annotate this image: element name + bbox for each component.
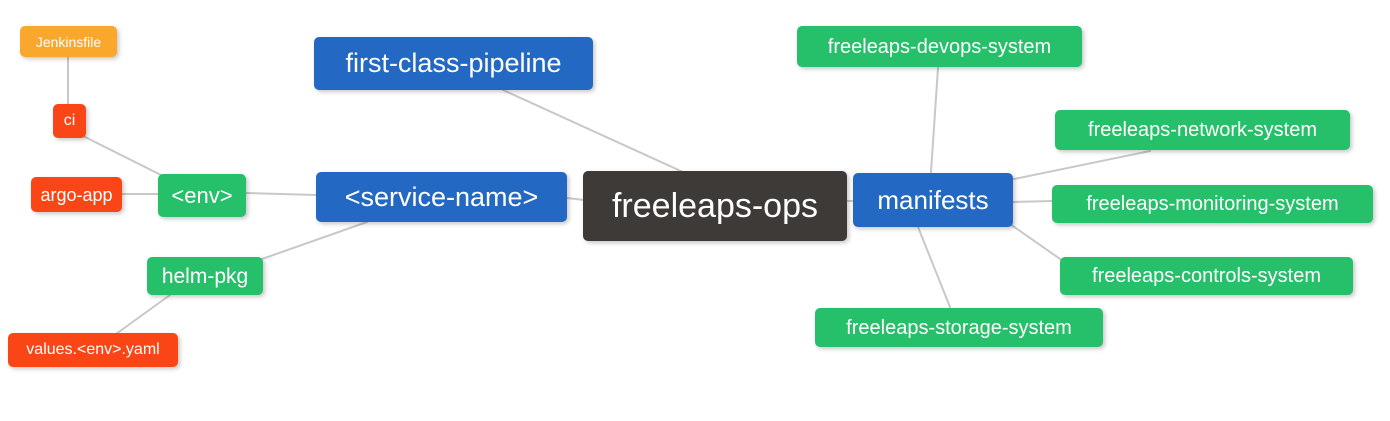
edge-service-name--helm-pkg (261, 221, 368, 260)
edge-freeleaps-ops--service-name (566, 197, 585, 201)
edge-manifests--freeleaps-controls-system (1009, 223, 1064, 262)
node-helm-pkg[interactable]: helm-pkg (147, 257, 263, 295)
node-freeleaps-network-system[interactable]: freeleaps-network-system (1055, 110, 1350, 150)
node-freeleaps-monitoring-system[interactable]: freeleaps-monitoring-system (1052, 185, 1373, 223)
edge-freeleaps-ops--first-class-pipeline (502, 89, 684, 173)
node-freeleaps-storage-system[interactable]: freeleaps-storage-system (815, 308, 1103, 347)
node-freeleaps-devops-system[interactable]: freeleaps-devops-system (797, 26, 1082, 67)
node-service-name[interactable]: <service-name> (316, 172, 567, 222)
edge-helm-pkg--values-env-yaml (115, 294, 171, 335)
node-values-env-yaml[interactable]: values.<env>.yaml (8, 333, 178, 367)
node-freeleaps-controls-system[interactable]: freeleaps-controls-system (1060, 257, 1353, 295)
node-first-class-pipeline[interactable]: first-class-pipeline (314, 37, 593, 90)
node-freeleaps-ops[interactable]: freeleaps-ops (583, 171, 847, 241)
node-manifests[interactable]: manifests (853, 173, 1013, 227)
edge-manifests--freeleaps-devops-system (930, 67, 939, 173)
edge-env--ci (82, 135, 166, 178)
node-jenkinsfile[interactable]: Jenkinsfile (20, 26, 117, 57)
edge-manifests--freeleaps-storage-system (917, 226, 951, 308)
edge-manifests--freeleaps-monitoring-system (1012, 200, 1054, 203)
edge-manifests--freeleaps-network-system (1013, 150, 1151, 180)
edge-service-name--env (245, 192, 317, 196)
node-argo-app[interactable]: argo-app (31, 177, 122, 212)
node-env[interactable]: <env> (158, 174, 246, 217)
node-ci[interactable]: ci (53, 104, 86, 138)
